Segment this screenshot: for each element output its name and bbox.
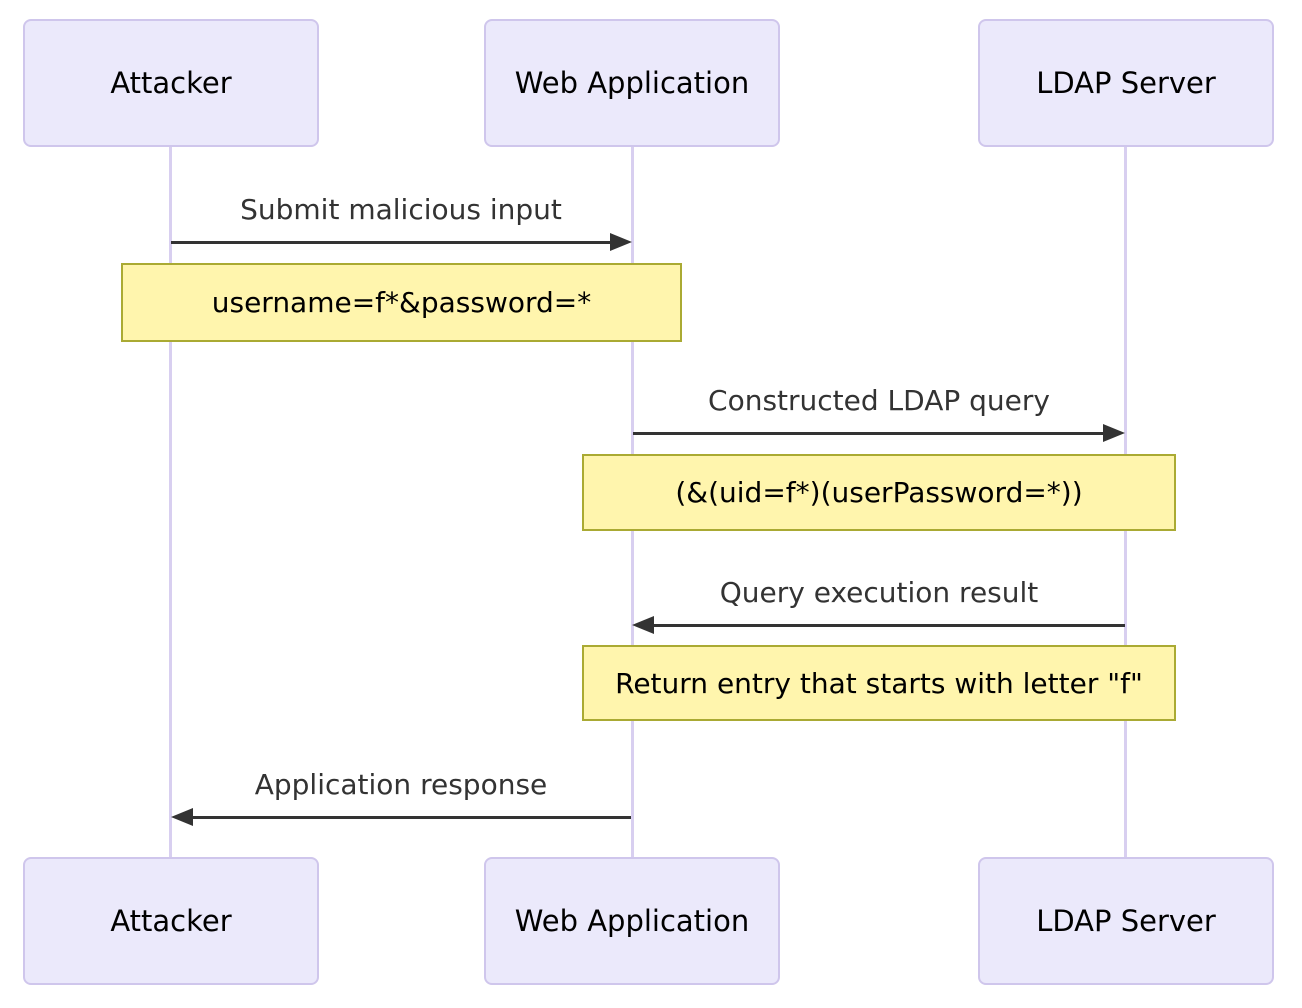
- actor-box-attacker-bottom: Attacker: [23, 857, 319, 985]
- message-arrow-line-2: [633, 432, 1105, 435]
- actor-label-web-application-bottom: Web Application: [514, 904, 750, 938]
- lifeline-attacker: [169, 146, 172, 858]
- actor-label-ldap-server-top: LDAP Server: [1036, 66, 1216, 100]
- note-ldap-query: (&(uid=f*)(userPassword=*)): [582, 454, 1176, 531]
- message-arrow-line-1: [171, 241, 612, 244]
- actor-box-web-application-top: Web Application: [484, 19, 780, 147]
- message-label-application-response: Application response: [254, 768, 548, 801]
- arrowhead-left-icon: [632, 616, 654, 634]
- message-arrow-line-4: [191, 816, 631, 819]
- actor-label-attacker-top: Attacker: [110, 66, 232, 100]
- arrowhead-right-icon: [610, 233, 632, 251]
- actor-box-web-application-bottom: Web Application: [484, 857, 780, 985]
- actor-label-web-application-top: Web Application: [514, 66, 750, 100]
- actor-box-ldap-server-bottom: LDAP Server: [978, 857, 1274, 985]
- arrowhead-left-icon: [171, 808, 193, 826]
- arrowhead-right-icon: [1103, 424, 1125, 442]
- actor-label-attacker-bottom: Attacker: [110, 904, 232, 938]
- note-malicious-input: username=f*&password=*: [121, 263, 682, 342]
- note-text: Return entry that starts with letter "f": [615, 666, 1143, 700]
- message-label-submit-malicious-input: Submit malicious input: [240, 193, 562, 226]
- note-text: username=f*&password=*: [211, 286, 592, 319]
- note-query-result: Return entry that starts with letter "f": [582, 645, 1176, 721]
- actor-label-ldap-server-bottom: LDAP Server: [1036, 904, 1216, 938]
- message-arrow-line-3: [652, 624, 1125, 627]
- message-label-constructed-ldap-query: Constructed LDAP query: [708, 384, 1050, 417]
- actor-box-ldap-server-top: LDAP Server: [978, 19, 1274, 147]
- actor-box-attacker-top: Attacker: [23, 19, 319, 147]
- message-label-query-execution-result: Query execution result: [719, 576, 1039, 609]
- note-text: (&(uid=f*)(userPassword=*)): [675, 476, 1083, 509]
